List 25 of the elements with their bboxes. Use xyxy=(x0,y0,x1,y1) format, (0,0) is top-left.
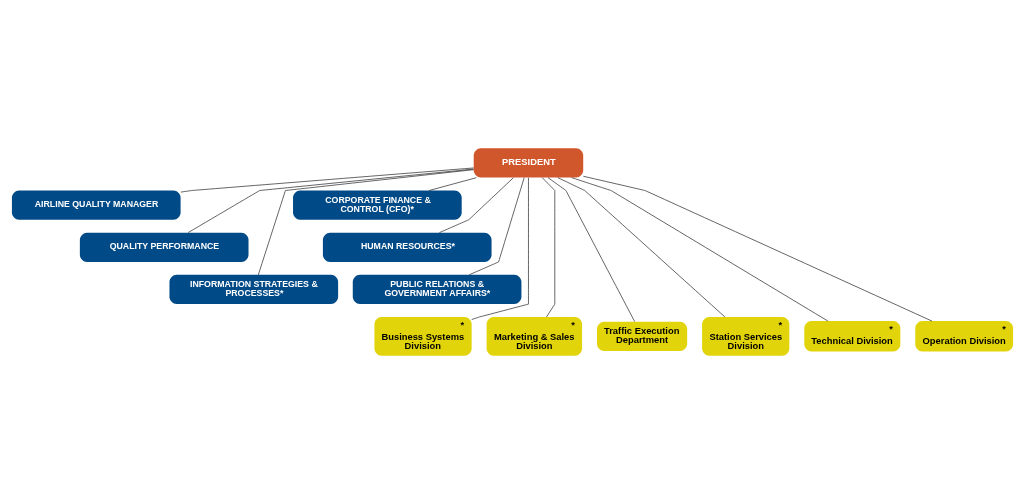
node-box: AIRLINE QUALITY MANAGER xyxy=(11,190,181,220)
node-box: CORPORATE FINANCE & CONTROL (CFO)* xyxy=(292,190,462,220)
connector xyxy=(557,177,725,318)
connector xyxy=(187,168,474,233)
node-box: * Technical Division xyxy=(803,321,900,352)
node-box: * Operation Division xyxy=(914,321,1013,352)
node-box: HUMAN RESOURCES* xyxy=(322,232,492,262)
connector xyxy=(428,177,477,191)
node-box: * Station Services Division xyxy=(701,317,789,356)
connector xyxy=(547,177,635,322)
connector xyxy=(582,175,932,322)
connector xyxy=(438,177,514,233)
connector xyxy=(470,177,529,320)
node-box: QUALITY PERFORMANCE xyxy=(79,232,248,262)
connector xyxy=(541,177,555,318)
connector xyxy=(570,177,828,322)
node-box: Traffic Execution Department xyxy=(596,321,687,351)
node-box: PRESIDENT xyxy=(473,148,583,178)
node-box: * Business Systems Division xyxy=(373,317,472,356)
connector xyxy=(468,177,525,276)
connector xyxy=(179,167,474,193)
node-box: PUBLIC RELATIONS & GOVERNMENT AFFAIRS* xyxy=(352,274,521,305)
connector xyxy=(257,169,474,276)
node-box: * Marketing & Sales Division xyxy=(486,317,582,356)
node-box: INFORMATION STRATEGIES & PROCESSES* xyxy=(168,274,338,305)
